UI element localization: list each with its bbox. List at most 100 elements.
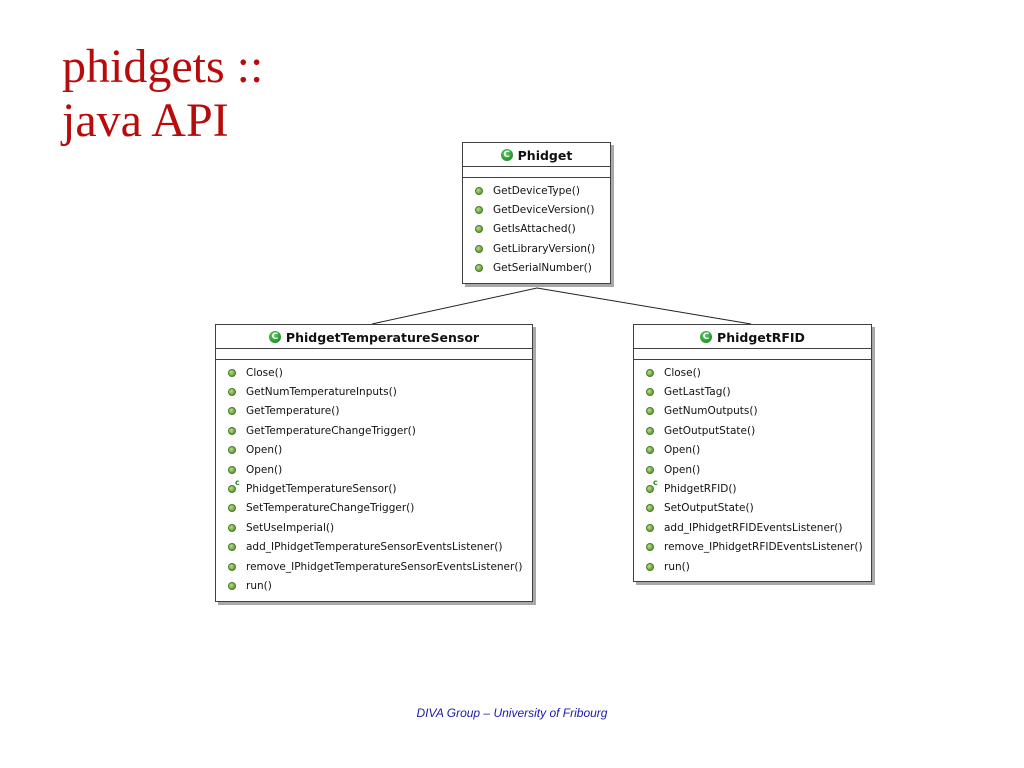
method-item[interactable]: remove_IPhidgetRFIDEventsListener() <box>634 538 871 557</box>
class-box-phidget[interactable]: C Phidget GetDeviceType() GetDeviceVersi… <box>462 142 611 284</box>
method-label: run() <box>664 560 690 573</box>
class-header: C PhidgetTemperatureSensor <box>216 325 532 349</box>
public-method-icon <box>646 523 654 532</box>
class-name: PhidgetRFID <box>717 329 805 345</box>
class-icon: C <box>700 331 713 343</box>
public-method-icon <box>475 225 483 234</box>
method-label: GetTemperature() <box>246 405 340 418</box>
method-item[interactable]: remove_IPhidgetTemperatureSensorEventsLi… <box>216 557 532 576</box>
attributes-compartment <box>463 167 610 178</box>
slide-footer: DIVA Group – University of Fribourg <box>416 706 608 720</box>
method-item[interactable]: GetNumOutputs() <box>634 402 871 421</box>
method-item[interactable]: GetOutputState() <box>634 421 871 440</box>
method-label: remove_IPhidgetRFIDEventsListener() <box>664 541 863 554</box>
method-item[interactable]: run() <box>634 557 871 576</box>
public-method-icon <box>228 426 236 435</box>
method-label: GetLastTag() <box>664 386 731 399</box>
constructor-icon <box>228 479 240 494</box>
method-item[interactable]: SetUseImperial() <box>216 518 532 537</box>
public-method-icon <box>475 244 483 253</box>
method-label: PhidgetRFID() <box>664 483 737 496</box>
public-method-icon <box>228 562 236 571</box>
slide-title: phidgets :: java API <box>62 40 263 148</box>
method-item[interactable]: Open() <box>216 441 532 460</box>
public-method-icon <box>475 186 483 195</box>
method-item[interactable]: SetOutputState() <box>634 499 871 518</box>
method-item[interactable]: GetTemperature() <box>216 402 532 421</box>
public-method-icon <box>646 426 654 435</box>
slide-title-line-2: java API <box>62 94 229 147</box>
connector-phidget-to-temperature-sensor <box>371 287 538 325</box>
method-label: GetDeviceType() <box>493 184 580 197</box>
method-label: GetNumOutputs() <box>664 405 758 418</box>
method-item[interactable]: Close() <box>216 363 532 382</box>
public-method-icon <box>475 206 483 215</box>
methods-compartment: Close() GetNumTemperatureInputs() GetTem… <box>216 360 532 601</box>
method-label: SetTemperatureChangeTrigger() <box>246 502 415 515</box>
method-item[interactable]: Open() <box>634 441 871 460</box>
public-method-icon <box>228 523 236 532</box>
class-name: PhidgetTemperatureSensor <box>285 329 480 345</box>
method-label: Open() <box>246 463 283 476</box>
class-icon: C <box>500 149 513 161</box>
method-item[interactable]: GetDeviceType() <box>463 181 610 200</box>
public-method-icon <box>228 581 236 590</box>
class-box-phidget-rfid[interactable]: C PhidgetRFID Close() GetLastTag() GetNu… <box>633 324 872 583</box>
public-method-icon <box>228 465 236 474</box>
public-method-icon <box>475 264 483 273</box>
public-method-icon <box>228 388 236 397</box>
public-method-icon <box>646 504 654 513</box>
class-box-phidget-temperature-sensor[interactable]: C PhidgetTemperatureSensor Close() GetNu… <box>215 324 533 602</box>
method-item[interactable]: GetLastTag() <box>634 382 871 401</box>
method-label: add_IPhidgetRFIDEventsListener() <box>664 521 843 534</box>
method-label: Open() <box>664 463 701 476</box>
method-item[interactable]: GetNumTemperatureInputs() <box>216 382 532 401</box>
class-header: C Phidget <box>463 143 610 167</box>
method-label: GetOutputState() <box>664 424 756 437</box>
method-label: Close() <box>664 366 701 379</box>
method-item[interactable]: run() <box>216 576 532 595</box>
slide-title-line-1: phidgets :: <box>62 40 264 93</box>
class-icon: C <box>268 331 281 343</box>
method-item[interactable]: GetTemperatureChangeTrigger() <box>216 421 532 440</box>
method-item[interactable]: GetLibraryVersion() <box>463 239 610 258</box>
method-item[interactable]: Close() <box>634 363 871 382</box>
method-label: PhidgetTemperatureSensor() <box>246 483 397 496</box>
method-item[interactable]: add_IPhidgetTemperatureSensorEventsListe… <box>216 538 532 557</box>
method-item[interactable]: PhidgetRFID() <box>634 479 871 498</box>
method-label: Open() <box>664 444 701 457</box>
method-item[interactable]: Open() <box>634 460 871 479</box>
connector-phidget-to-rfid <box>536 287 752 325</box>
method-item[interactable]: SetTemperatureChangeTrigger() <box>216 499 532 518</box>
constructor-icon <box>646 479 658 494</box>
class-header: C PhidgetRFID <box>634 325 871 349</box>
method-item[interactable]: GetIsAttached() <box>463 220 610 239</box>
public-method-icon <box>646 388 654 397</box>
methods-compartment: GetDeviceType() GetDeviceVersion() GetIs… <box>463 178 610 283</box>
public-method-icon <box>646 543 654 552</box>
method-label: add_IPhidgetTemperatureSensorEventsListe… <box>246 541 503 554</box>
method-label: GetIsAttached() <box>493 223 576 236</box>
method-label: run() <box>246 579 272 592</box>
public-method-icon <box>646 368 654 377</box>
public-method-icon <box>646 407 654 416</box>
method-item[interactable]: GetDeviceVersion() <box>463 200 610 219</box>
method-label: GetDeviceVersion() <box>493 204 595 217</box>
public-method-icon <box>228 504 236 513</box>
method-item[interactable]: add_IPhidgetRFIDEventsListener() <box>634 518 871 537</box>
public-method-icon <box>228 446 236 455</box>
method-label: Open() <box>246 444 283 457</box>
public-method-icon <box>228 368 236 377</box>
public-method-icon <box>646 562 654 571</box>
method-item[interactable]: PhidgetTemperatureSensor() <box>216 479 532 498</box>
method-item[interactable]: Open() <box>216 460 532 479</box>
method-label: remove_IPhidgetTemperatureSensorEventsLi… <box>246 560 523 573</box>
method-label: GetLibraryVersion() <box>493 242 596 255</box>
methods-compartment: Close() GetLastTag() GetNumOutputs() Get… <box>634 360 871 581</box>
method-label: SetOutputState() <box>664 502 754 515</box>
method-label: GetNumTemperatureInputs() <box>246 386 397 399</box>
method-item[interactable]: GetSerialNumber() <box>463 259 610 278</box>
class-name: Phidget <box>517 147 573 163</box>
attributes-compartment <box>216 349 532 360</box>
